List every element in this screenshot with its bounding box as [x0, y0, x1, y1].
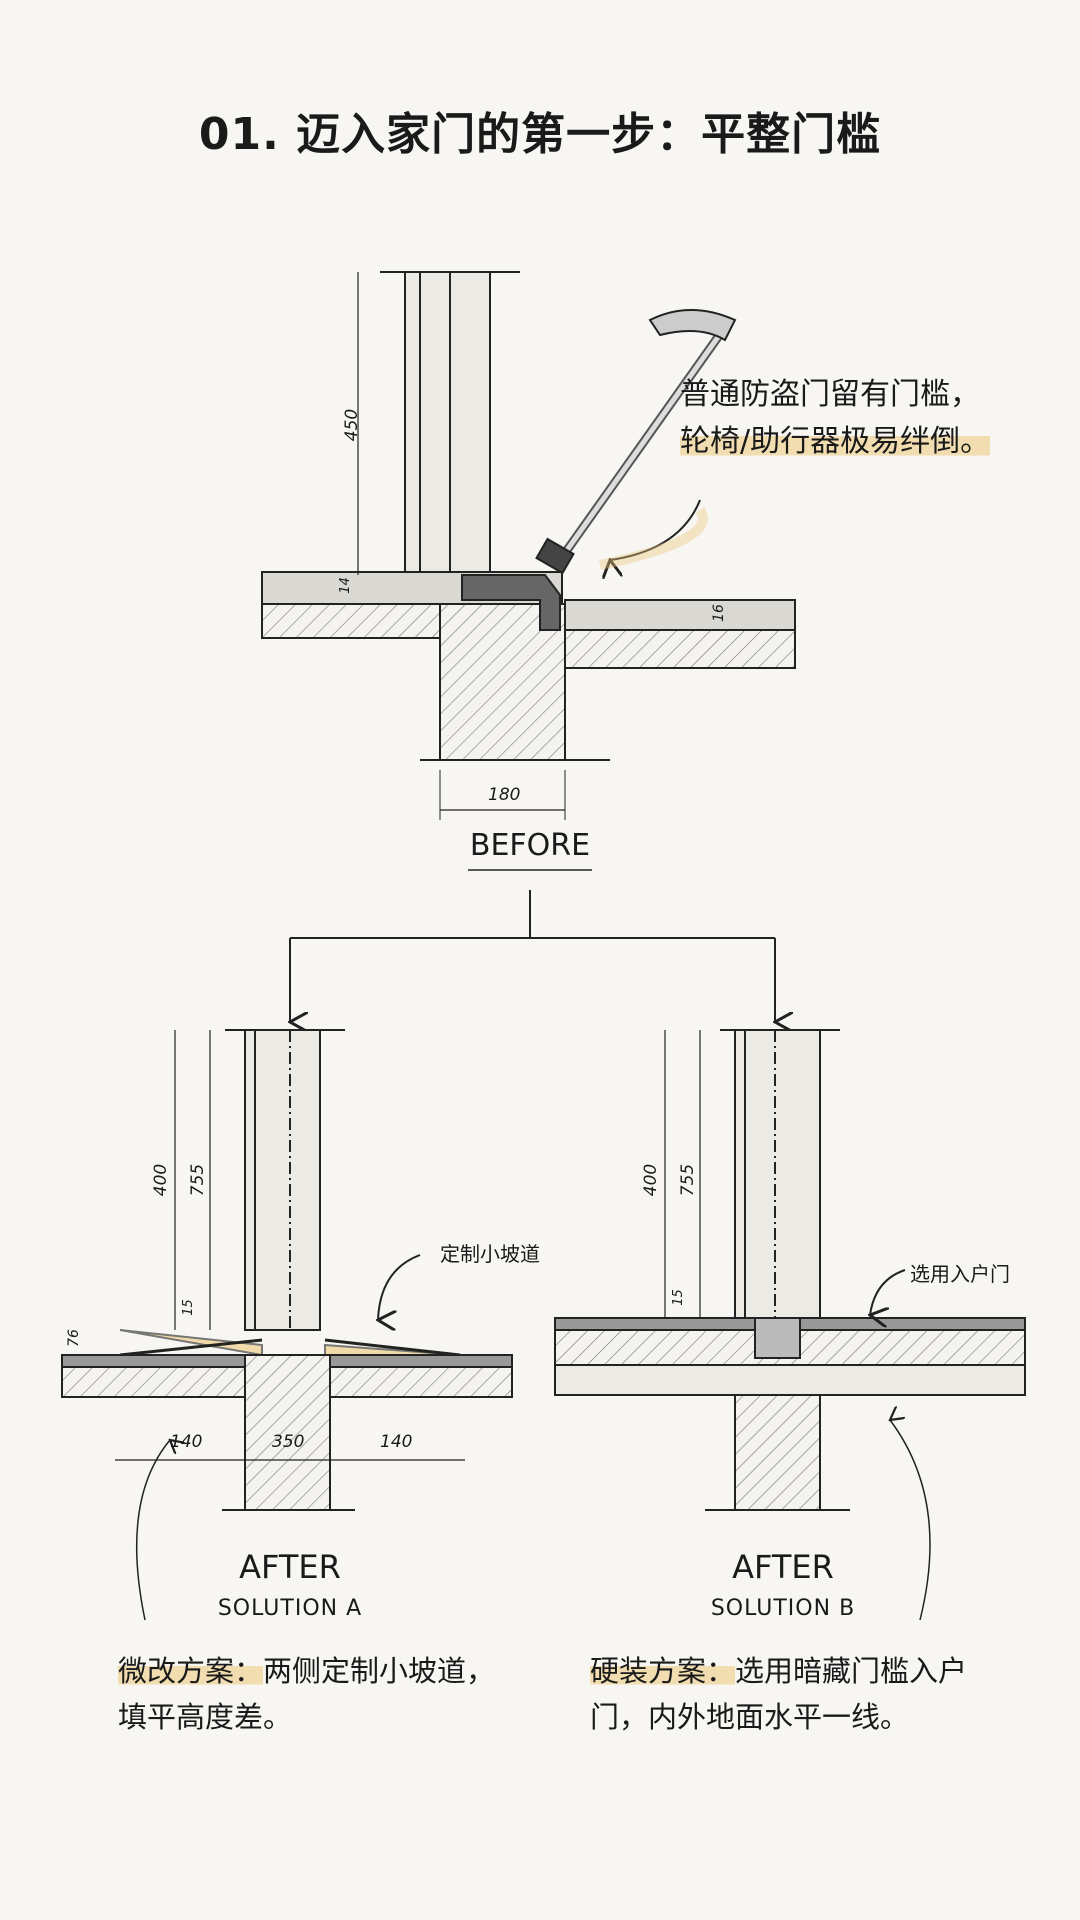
dim-a-755: 755	[188, 1163, 209, 1197]
before-annotation: 普通防盗门留有门槛， 轮椅/助行器极易绊倒。	[680, 372, 991, 465]
before-note-line1: 普通防盗门留有门槛，	[680, 377, 980, 412]
solution-a-title: AFTER	[239, 1548, 341, 1586]
before-note-line2: 轮椅/助行器极易绊倒。	[680, 423, 991, 459]
dim-a-right: 140	[380, 1432, 413, 1452]
dim-a-15: 15	[180, 1299, 196, 1316]
solution-b-callout: 选用入户门	[910, 1262, 1010, 1286]
solution-b-drawing	[554, 1029, 1026, 1621]
dim-b-15: 15	[670, 1289, 686, 1306]
before-label: BEFORE	[469, 828, 591, 863]
dim-before-height: 450	[342, 408, 363, 442]
dim-b-400: 400	[641, 1163, 662, 1197]
solution-b-subtitle: SOLUTION B	[710, 1596, 856, 1621]
solution-a-caption: 微改方案：两侧定制小坡道，填平高度差。	[118, 1648, 508, 1741]
page-title: 01. 迈入家门的第一步：平整门槛	[198, 109, 882, 160]
dim-before-threshold: 16	[710, 604, 727, 622]
solution-a-drawing	[61, 1029, 513, 1621]
dim-a-76: 76	[65, 1329, 82, 1347]
solution-b-caption-text: 选用暗藏门槛入户门，内外地面水平一线。	[590, 1654, 968, 1735]
dim-b-755: 755	[678, 1163, 699, 1197]
solution-a-caption-text: 两侧定制小坡道，填平高度差。	[118, 1654, 496, 1735]
dim-a-400: 400	[151, 1163, 172, 1197]
solution-b-caption: 硬装方案：选用暗藏门槛入户门，内外地面水平一线。	[590, 1648, 1020, 1741]
solution-a-subtitle: SOLUTION A	[217, 1596, 363, 1621]
dim-a-center: 350	[272, 1432, 305, 1452]
before-section-drawing	[261, 271, 796, 820]
solution-a-callout: 定制小坡道	[440, 1242, 540, 1266]
dim-a-left: 140	[170, 1432, 203, 1452]
solution-b-title: AFTER	[732, 1548, 834, 1586]
dim-before-wall: 180	[488, 785, 521, 805]
solution-a-caption-highlight: 微改方案：	[118, 1654, 264, 1688]
solution-b-caption-highlight: 硬装方案：	[590, 1654, 736, 1688]
dim-before-small: 14	[337, 577, 353, 594]
